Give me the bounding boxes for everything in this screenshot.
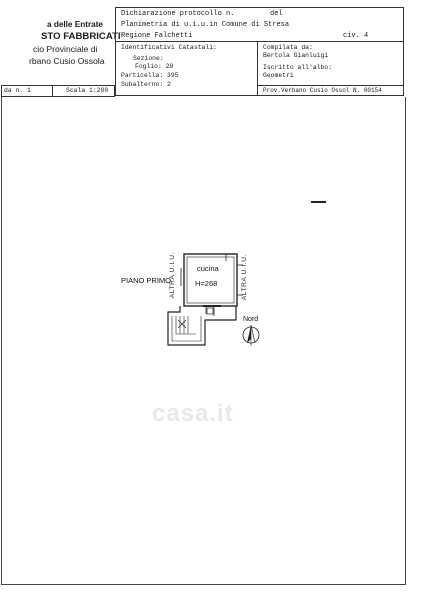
header-prov-divider (257, 85, 404, 86)
floor-label: PIANO PRIMO (121, 276, 172, 285)
subalterno-label: Subalterno: 2 (121, 81, 171, 88)
iscritto-label: Iscritto all'albo: (263, 64, 333, 71)
compilata-label: Compilata da: (263, 44, 313, 51)
sheet-info-divider (52, 85, 53, 97)
foglio-label: Foglio: 29 (135, 63, 174, 70)
adjacent-unit-right: ALTRA U.I.U. (241, 254, 248, 301)
north-arrow-icon (242, 324, 260, 346)
stair-treads (175, 316, 196, 335)
adjacent-unit-left: ALTRA U.I.U. (169, 252, 176, 299)
particella-label: Particella: 395 (121, 72, 179, 79)
sezione-label: Sezione: (133, 55, 164, 62)
header-column-divider (257, 41, 258, 96)
scale-label: Scala 1:200 (66, 87, 109, 94)
identificativi-label: Identificativi Catastali: (121, 44, 217, 51)
kitchen-inner-walls (186, 256, 235, 304)
albo-value: Geometri (263, 72, 294, 79)
header-divider (115, 41, 404, 42)
sheet-info-box (1, 85, 115, 97)
office-line-3: cio Provinciale di (33, 44, 98, 54)
office-line-2: STO FABBRICATI (41, 31, 121, 42)
watermark: casa.it (152, 400, 234, 427)
planimetria-label: Planimetria di u.i.u.in Comune di Stresa (121, 21, 290, 29)
office-line-1: a delle Entrate (47, 20, 103, 29)
dichiarazione-del: del (270, 10, 283, 18)
drawing-frame (1, 97, 406, 585)
dash-mark (311, 201, 326, 203)
room-height: H=268 (195, 279, 218, 288)
sheet-number: da n. 1 (4, 87, 31, 94)
header-box (115, 7, 404, 96)
provincia-numero: Prov.Verbano Cusio Ossol N. 00154 (263, 87, 382, 94)
room-label: cucina (197, 264, 219, 273)
office-line-4: rbano Cusio Ossola (29, 56, 105, 66)
dichiarazione-label: Dichiarazione protocollo n. (121, 10, 235, 18)
compilatore-name: Bertola Gianluigi (263, 52, 329, 59)
north-label: Nord (243, 316, 259, 323)
civico-label: civ. 4 (343, 32, 369, 40)
regione-label: Regione Falchetti (121, 32, 193, 40)
